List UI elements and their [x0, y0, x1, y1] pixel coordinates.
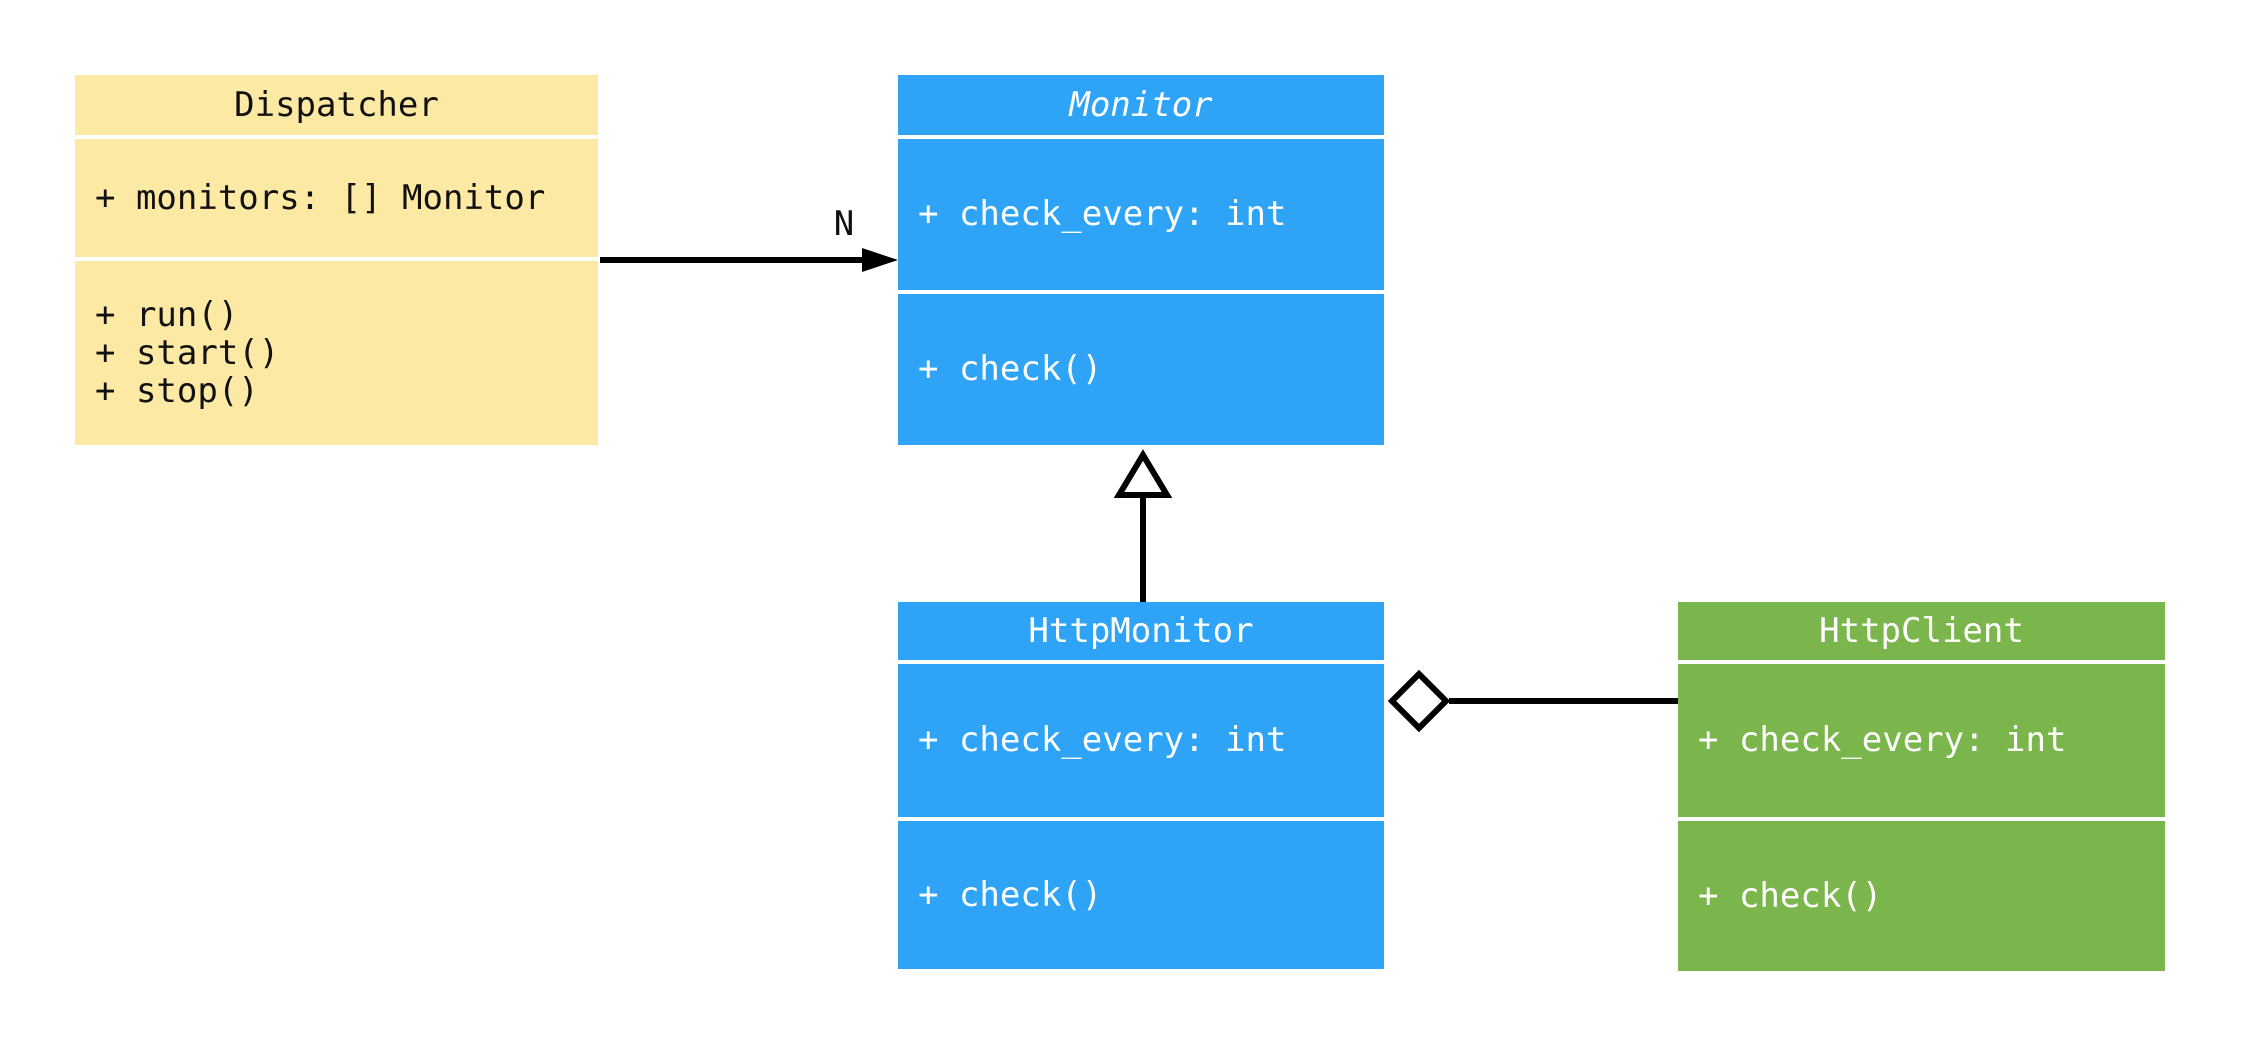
class-dispatcher: Dispatcher + monitors: [] Monitor + run(…	[75, 75, 598, 445]
class-monitor: Monitor + check_every: int + check()	[898, 75, 1384, 445]
class-httpmonitor-attributes: + check_every: int	[898, 664, 1384, 817]
class-httpclient: HttpClient + check_every: int + check()	[1678, 602, 2165, 971]
class-httpmonitor-title: HttpMonitor	[898, 602, 1384, 660]
class-httpclient-title: HttpClient	[1678, 602, 2165, 660]
inheritance-triangle-icon	[1113, 449, 1173, 498]
class-httpmonitor: HttpMonitor + check_every: int + check()	[898, 602, 1384, 969]
class-httpclient-methods: + check()	[1678, 821, 2165, 971]
aggregation-diamond-icon	[1387, 669, 1451, 733]
association-multiplicity-label: N	[833, 204, 855, 244]
class-dispatcher-title: Dispatcher	[75, 75, 598, 135]
association-arrowhead-icon	[862, 248, 898, 272]
class-httpclient-attributes: + check_every: int	[1678, 664, 2165, 817]
class-httpmonitor-methods: + check()	[898, 821, 1384, 969]
class-monitor-methods: + check()	[898, 294, 1384, 445]
class-dispatcher-methods: + run() + start() + stop()	[75, 261, 598, 445]
class-dispatcher-attributes: + monitors: [] Monitor	[75, 139, 598, 257]
class-monitor-attributes: + check_every: int	[898, 139, 1384, 290]
class-monitor-title: Monitor	[898, 75, 1384, 135]
